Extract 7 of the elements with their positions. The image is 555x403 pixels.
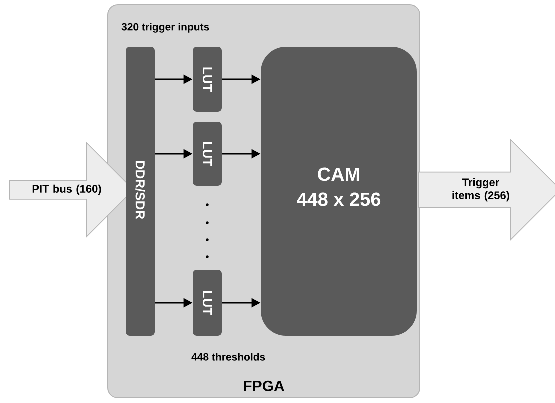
cam-box: CAM 448 x 256 xyxy=(261,47,417,336)
lut-box: LUT xyxy=(193,270,222,336)
lut-box: LUT xyxy=(193,122,222,186)
lut-box: LUT xyxy=(193,47,222,112)
note-text: 448 thresholds xyxy=(192,353,266,361)
note-text: 320 trigger inputs xyxy=(122,23,210,33)
interface-bar: DDR/SDR xyxy=(126,47,155,336)
